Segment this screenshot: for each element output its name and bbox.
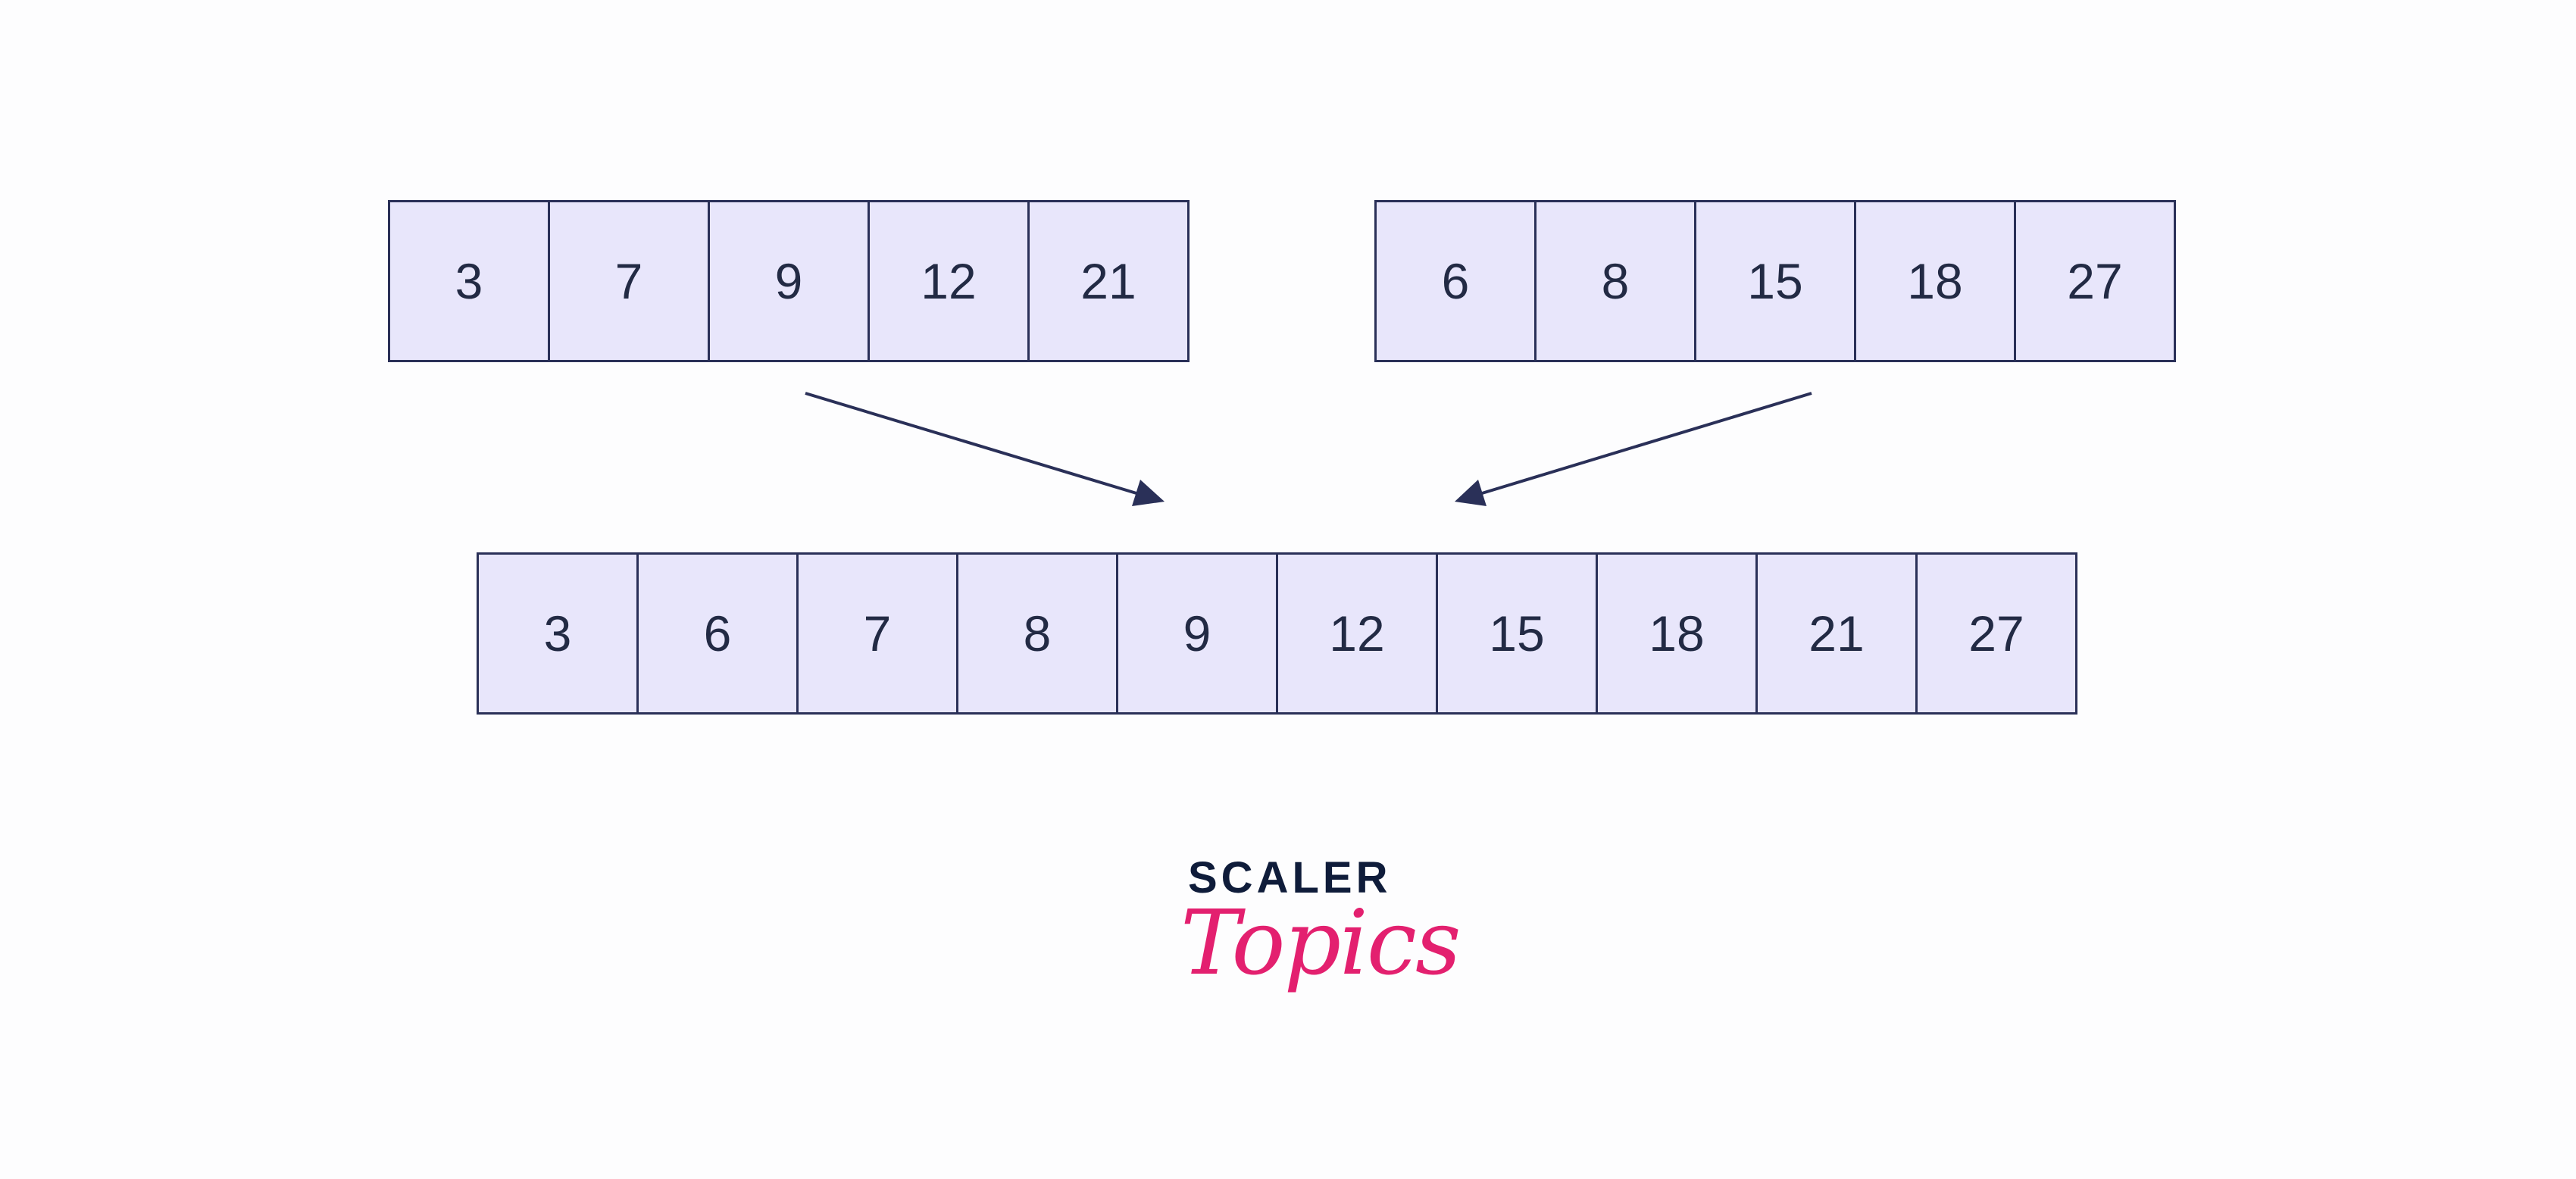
array-cell: 8 [956,555,1116,712]
right-sorted-array: 6 8 15 18 27 [1374,200,2176,362]
array-cell: 15 [1436,555,1596,712]
logo-wordmark: SCALER [1188,853,1392,902]
array-cell: 9 [708,202,868,360]
left-merge-arrow [805,392,1165,506]
array-cell: 6 [1441,253,1470,309]
right-merge-arrow [1455,392,1812,506]
merged-sorted-array: 3 6 7 8 9 12 15 18 21 27 [477,552,2077,715]
array-cell: 21 [1027,202,1187,360]
array-cell: 12 [868,202,1027,360]
array-cell: 3 [455,253,483,309]
array-cell: 3 [543,605,572,661]
array-cell: 7 [796,555,956,712]
array-cell: 21 [1755,555,1915,712]
array-cell: 8 [1534,202,1694,360]
left-sorted-array: 3 7 9 12 21 [388,200,1190,362]
array-cell: 18 [1596,555,1755,712]
array-cell: 27 [1915,555,2075,712]
array-cell: 12 [1276,555,1436,712]
array-cell: 27 [2014,202,2174,360]
array-cell: 6 [636,555,796,712]
scaler-topics-logo: SCALER Topics [1136,845,1462,1042]
array-cell: 15 [1694,202,1854,360]
logo-script: Topics [1180,890,1462,995]
array-cell: 7 [548,202,708,360]
array-cell: 18 [1854,202,2014,360]
array-cell: 9 [1116,555,1276,712]
